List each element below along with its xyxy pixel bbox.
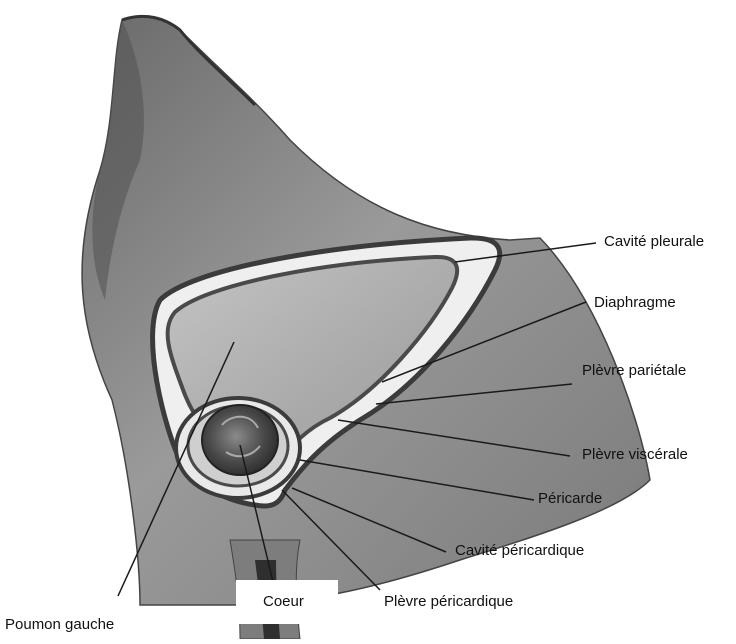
label-cavite-pericardique: Cavité péricardique [455, 542, 584, 560]
label-pericarde: Péricarde [538, 490, 602, 508]
label-cavite-pleurale: Cavité pleurale [604, 233, 704, 251]
label-poumon-gauche: Poumon gauche [5, 616, 114, 634]
label-coeur: Coeur [263, 593, 304, 611]
label-plevre-parietale: Plèvre pariétale [582, 362, 686, 380]
label-diaphragme: Diaphragme [594, 294, 676, 312]
label-plevre-pericardique: Plèvre péricardique [384, 593, 513, 611]
label-plevre-viscerale: Plèvre viscérale [582, 446, 688, 464]
heart [202, 405, 278, 475]
